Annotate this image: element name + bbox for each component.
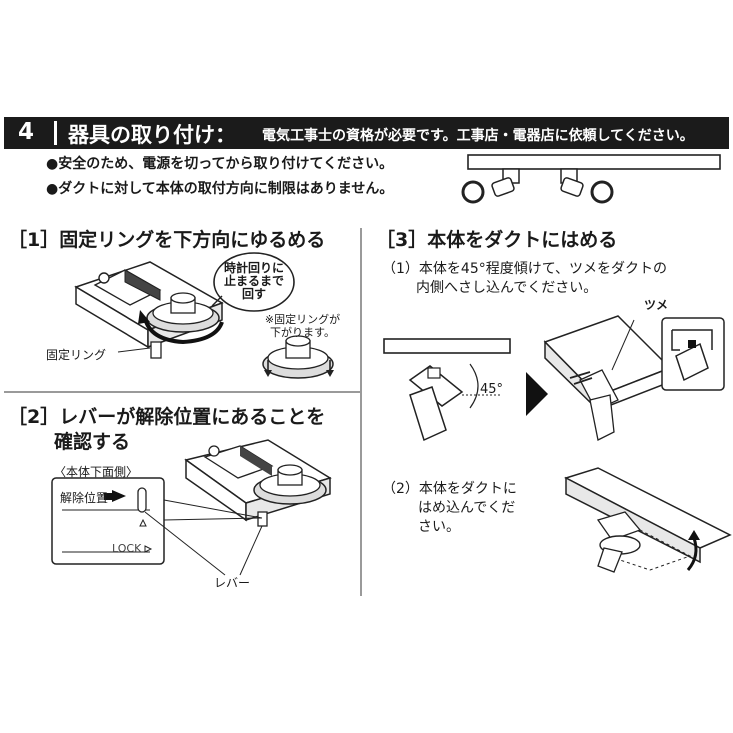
lever-label: レバー — [214, 576, 251, 590]
step3-2-line2: はめ込んでくだ — [418, 500, 516, 516]
bottom-view-label: 〈本体下面側〉 — [54, 465, 139, 479]
lock-label: LOCK — [112, 542, 142, 555]
step-number: 4 — [18, 119, 35, 145]
bullet-safety: ●安全のため、電源を切ってから取り付けてください。 — [46, 156, 394, 172]
claw-label: ツメ — [644, 298, 669, 312]
rotate-bubble: 時計回りに 止まるまで 回す — [222, 262, 286, 301]
bubble-line-1: 時計回りに — [223, 261, 284, 275]
step-title: 器具の取り付け： — [68, 123, 236, 147]
bubble-line-2: 止まるまで — [223, 274, 284, 288]
section1-title: ［1］固定リングを下方向にゆるめる — [8, 229, 326, 251]
ring-label: 固定リング — [46, 348, 107, 362]
section2-title-line1: ［2］レバーが解除位置にあることを — [8, 406, 326, 428]
bubble-line-3: 回す — [241, 287, 266, 301]
step3-1-line1: （1）本体を45°程度傾けて、ツメをダクトの — [382, 261, 668, 277]
step-header: 4 器具の取り付け： 電気工事士の資格が必要です。工事店・電器店に依頼してくださ… — [4, 117, 729, 149]
section3-title: ［3］本体をダクトにはめる — [376, 229, 618, 251]
step3-2-text: （2）本体をダクトに はめ込んでくだ さい。 — [382, 480, 517, 537]
step-note: 電気工事士の資格が必要です。工事店・電器店に依頼してください。 — [262, 128, 694, 144]
section-divider-vertical — [360, 228, 362, 596]
section-divider-horizontal — [4, 391, 360, 393]
bullet-direction: ●ダクトに対して本体の取付方向に制限はありません。 — [46, 181, 394, 197]
step3-2-line1: （2）本体をダクトに — [382, 481, 517, 497]
step3-1-line2: 内側へさし込んでください。 — [416, 280, 598, 296]
header-divider — [54, 121, 57, 145]
ring-note-line-2: 下がります。 — [270, 326, 335, 339]
step3-2-line3: さい。 — [418, 519, 460, 535]
section2-title-line2: 確認する — [54, 431, 131, 453]
release-position-label: 解除位置 — [60, 491, 109, 505]
ring-note-line-1: ※固定リングが — [264, 313, 341, 326]
angle-label: 45° — [480, 382, 504, 397]
ring-note: ※固定リングが 下がります。 — [260, 313, 345, 339]
